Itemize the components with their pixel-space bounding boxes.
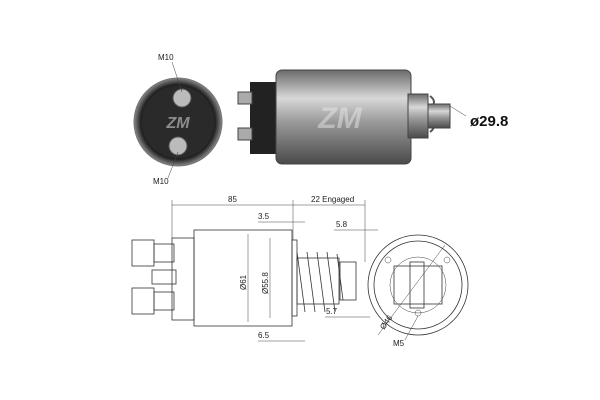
dim-engaged: 22 Engaged: [311, 195, 354, 204]
dim-flange: 3.5: [258, 212, 270, 221]
dim-thread: M5: [393, 339, 405, 348]
terminal-label-top: M10: [158, 53, 174, 62]
dim-body-dia: Ø61: [239, 274, 248, 290]
end-view-drawing: Ø46 M5: [367, 234, 469, 348]
terminal-label-bottom: M10: [153, 177, 169, 186]
logo-watermark: ZM: [165, 115, 190, 132]
plunger-diameter-label: ø29.8: [470, 113, 508, 130]
logo-watermark-side: ZM: [317, 102, 362, 135]
side-view-photo: ZM ø29.8: [237, 69, 508, 165]
dim-plunger-end: 5.8: [336, 220, 348, 229]
dim-base: 6.5: [258, 331, 270, 340]
dim-pin: 5.7: [326, 307, 338, 316]
dim-length: 85: [228, 195, 237, 204]
front-view: ZM M10 M10: [133, 53, 223, 186]
dim-inner-dia: Ø55.8: [261, 272, 270, 294]
side-view-drawing: 85 22 Engaged 3.5 5.8 Ø61 Ø55.8 5.7 6.5: [131, 195, 378, 342]
